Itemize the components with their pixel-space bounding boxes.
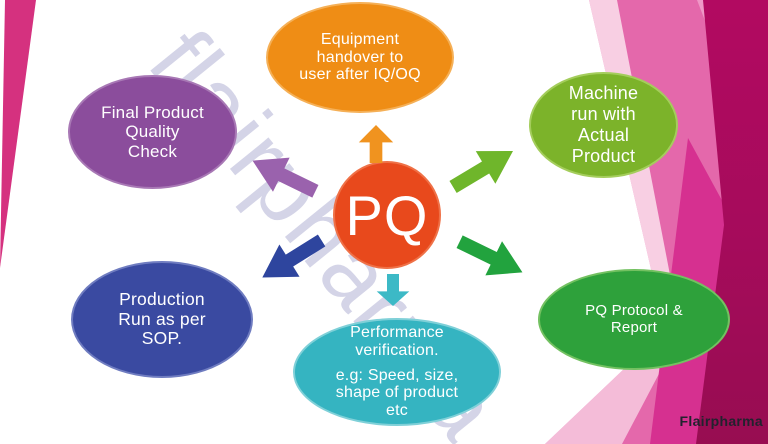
node-performance-title: Performance verification. (350, 323, 444, 359)
node-final-product-quality: Final Product Quality Check (68, 75, 237, 189)
node-pq-protocol-report-label: PQ Protocol & Report (585, 301, 683, 336)
arrow-to-protocol-icon (456, 235, 523, 276)
node-machine-run: Machine run with Actual Product (529, 72, 678, 178)
arrow-to-production-run-icon (262, 234, 326, 278)
node-production-run-label: Production Run as per SOP. (118, 289, 206, 349)
node-performance-detail: e.g: Speed, size, shape of product etc (335, 366, 459, 420)
center-pq-label: PQ (345, 183, 429, 247)
arrow-down-to-performance-icon (376, 274, 410, 306)
arrow-up-to-equipment-icon (358, 125, 394, 163)
node-equipment-handover-label: Equipment handover to user after IQ/OQ (299, 30, 421, 84)
node-production-run: Production Run as per SOP. (71, 261, 253, 378)
node-performance-verification: Performance verification. e.g: Speed, si… (293, 318, 501, 426)
arrow-to-machine-run-icon (449, 150, 514, 194)
center-pq-circle: PQ (333, 161, 441, 269)
node-machine-run-label: Machine run with Actual Product (568, 82, 639, 167)
node-pq-protocol-report: PQ Protocol & Report (538, 269, 730, 370)
node-equipment-handover: Equipment handover to user after IQ/OQ (266, 2, 454, 113)
brand-label: Flairpharma (679, 413, 763, 429)
node-final-product-quality-label: Final Product Quality Check (101, 103, 204, 161)
arrow-to-final-product-icon (252, 157, 319, 198)
